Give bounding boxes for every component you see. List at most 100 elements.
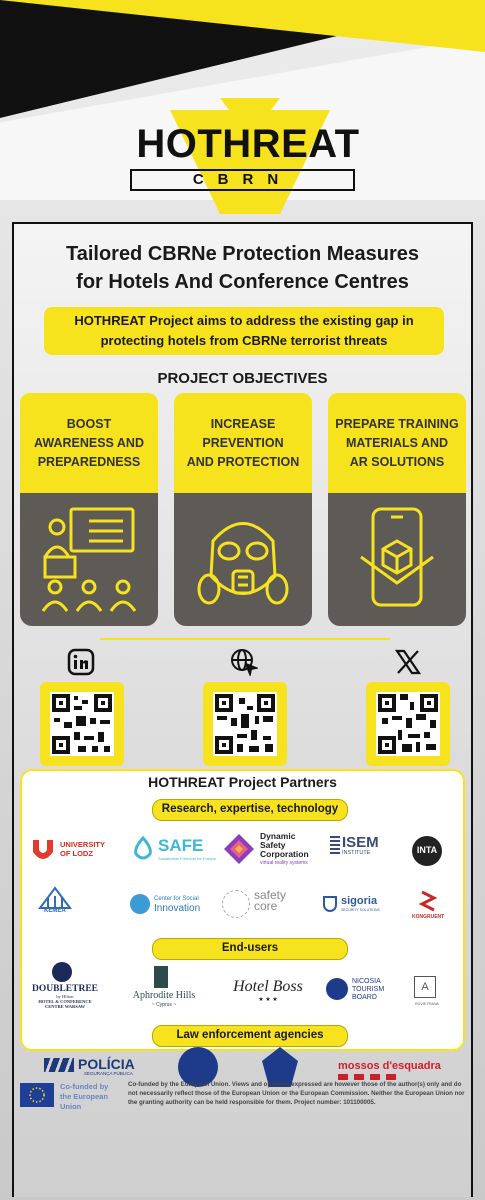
logo-subtext: SEGURANÇA PÚBLICA xyxy=(84,1071,133,1076)
logo-text: OF LODZ xyxy=(60,849,93,858)
eu-stars-icon xyxy=(29,1087,45,1103)
csi-icon xyxy=(130,894,150,914)
logo-text: Hotel Boss xyxy=(233,978,303,995)
kemea-building-icon xyxy=(38,886,72,909)
safe-drop-icon xyxy=(134,836,152,860)
qr-code-icon xyxy=(50,692,114,756)
logo-text: KEMEA xyxy=(44,908,66,914)
logo-text: A xyxy=(414,976,436,998)
logo-inta: INTA xyxy=(412,836,442,866)
logo-text: KONGRUENT xyxy=(412,914,445,920)
doubletree-icon xyxy=(52,962,72,982)
logo-subtext: by Hilton xyxy=(56,994,74,999)
main-title-line-2: for Hotels And Conference Centres xyxy=(76,271,409,293)
partners-title: HOTHREAT Project Partners xyxy=(148,774,337,790)
logo-police-seal xyxy=(178,1047,218,1087)
logo-text: Innovation xyxy=(154,903,201,914)
psp-stripes-icon xyxy=(44,1058,74,1072)
globe-cursor-icon[interactable] xyxy=(230,648,258,676)
logo-subtext: CENTRE WARSAW xyxy=(44,1004,86,1009)
logo-text: UNIVERSITY xyxy=(60,840,106,849)
aim-line-1: HOTHREAT Project aims to address the exi… xyxy=(74,313,414,328)
qr-code-linkedin[interactable] xyxy=(40,682,124,766)
linkedin-icon[interactable] xyxy=(67,648,95,676)
nicosia-icon xyxy=(326,978,348,1000)
logo-text: Safety xyxy=(260,840,286,850)
main-title: Tailored CBRNe Protection Measures for H… xyxy=(0,240,485,296)
eu-label-line: the European Union xyxy=(60,1092,108,1111)
dsc-diamond-icon xyxy=(224,834,254,864)
card-line: PREVENTION xyxy=(202,436,284,450)
qr-code-icon xyxy=(213,692,277,756)
logo-mossos-desquadra: mossos d'esquadra xyxy=(338,1060,441,1080)
logo-subtext: ~ Cyprus ~ xyxy=(151,1002,177,1008)
logo-subtext: INSTITUTE xyxy=(342,850,371,856)
card-header: BOOST AWARENESS AND PREPAREDNESS xyxy=(20,393,158,493)
eu-disclaimer: Co-funded by the European Union. Views a… xyxy=(128,1081,465,1106)
corner-yellow-triangle xyxy=(0,0,485,52)
category-end-users: End-users xyxy=(152,938,348,960)
eu-flag-icon xyxy=(20,1083,54,1107)
logo-hotel-boss: Hotel Boss ★ ★ ★ xyxy=(226,978,310,1003)
mossos-stripes-icon xyxy=(338,1074,396,1080)
card-line: AR SOLUTIONS xyxy=(349,455,445,469)
logo-shield-icon xyxy=(170,98,330,214)
logo-text: POLÍCIA xyxy=(78,1056,135,1072)
logo-text: SAFE xyxy=(158,836,204,855)
card-line: AWARENESS AND xyxy=(34,436,144,450)
card-line: INCREASE xyxy=(210,417,276,431)
aphrodite-icon xyxy=(154,966,168,988)
qr-code-icon xyxy=(376,692,440,756)
logo-text: safety xyxy=(254,888,287,902)
card-header: INCREASE PREVENTION AND PROTECTION xyxy=(174,393,312,493)
logo-text: NICOSIA xyxy=(352,978,381,985)
isem-icon xyxy=(330,836,340,856)
logo-text: ISEM xyxy=(342,834,379,851)
logo-text: INTA xyxy=(416,845,438,855)
card-text: PREPARE TRAINING MATERIALS AND AR SOLUTI… xyxy=(328,415,466,472)
presentation-icon xyxy=(41,507,137,612)
qr-code-x[interactable] xyxy=(366,682,450,766)
card-text: BOOST AWARENESS AND PREPAREDNESS xyxy=(20,415,158,472)
project-aim: HOTHREAT Project aims to address the exi… xyxy=(44,307,444,355)
logo-subtext: Sustainable Freedom for Europe xyxy=(158,856,216,861)
divider xyxy=(100,638,390,640)
card-header: PREPARE TRAINING MATERIALS AND AR SOLUTI… xyxy=(328,393,466,493)
safetycore-icon xyxy=(222,890,250,918)
aim-line-2: protecting hotels from CBRNe terrorist t… xyxy=(100,333,388,348)
qr-code-website[interactable] xyxy=(203,682,287,766)
logo-text: sigoria xyxy=(341,895,378,907)
card-line: PREPAREDNESS xyxy=(37,455,141,469)
gas-mask-icon xyxy=(197,522,289,605)
logo-stars: ★ ★ ★ xyxy=(258,997,278,1003)
card-body xyxy=(328,493,466,626)
sigoria-shield-icon xyxy=(323,896,337,912)
category-research: Research, expertise, technology xyxy=(152,799,348,821)
kongruent-icon xyxy=(418,890,438,912)
card-line: PREPARE TRAINING xyxy=(335,417,459,431)
card-line: BOOST xyxy=(66,417,112,431)
logo-subtext: virtual reality systems xyxy=(260,860,308,866)
objective-card-training: PREPARE TRAINING MATERIALS AND AR SOLUTI… xyxy=(328,393,466,626)
logo-text: Center for Social xyxy=(154,896,199,902)
card-line: MATERIALS AND xyxy=(345,436,449,450)
hothreat-logo: HOTHREAT CBRN xyxy=(120,90,370,220)
objectives-title: PROJECT OBJECTIVES xyxy=(157,370,328,387)
card-line: AND PROTECTION xyxy=(186,455,300,469)
logo-subtitle: CBRN xyxy=(130,169,355,191)
logo-subtext: ROVIS FRANA xyxy=(415,1002,439,1006)
logo-text: Corporation xyxy=(260,849,309,859)
logo-text: Aphrodite Hills xyxy=(132,990,196,1001)
logo-text: Dynamic xyxy=(260,831,296,841)
objective-card-awareness: BOOST AWARENESS AND PREPAREDNESS xyxy=(20,393,158,626)
eu-label: Co-funded by the European Union xyxy=(60,1082,120,1112)
lodz-icon xyxy=(33,840,53,859)
logo-subtext: HOTEL & CONFERENCE xyxy=(38,999,92,1004)
eu-label-line: Co-funded by xyxy=(60,1082,109,1091)
objective-card-prevention: INCREASE PREVENTION AND PROTECTION xyxy=(174,393,312,626)
x-icon[interactable] xyxy=(394,648,422,676)
card-body xyxy=(174,493,312,626)
logo-text: TOURISM xyxy=(352,986,385,993)
card-body xyxy=(20,493,158,626)
